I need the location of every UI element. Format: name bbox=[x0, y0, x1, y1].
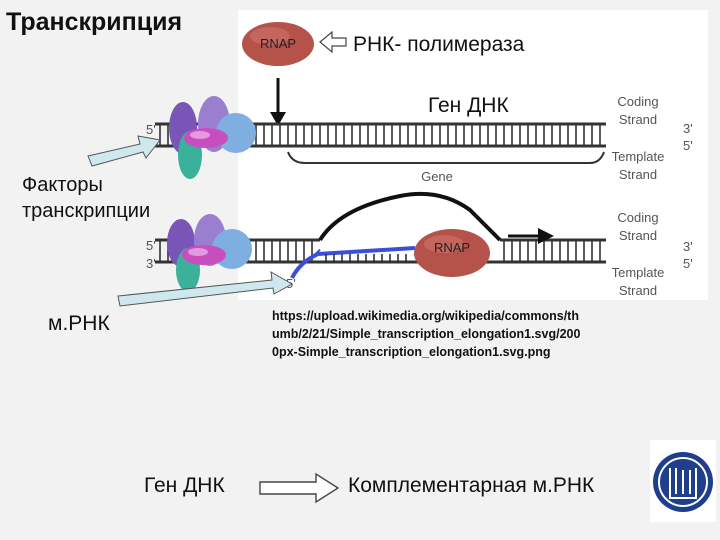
rnap-caption: РНК- полимераза bbox=[353, 33, 525, 56]
mrna-caption: м.РНК bbox=[48, 312, 110, 335]
bottom-transcription-factors bbox=[167, 214, 252, 292]
factors-callout-arrow bbox=[87, 135, 161, 167]
down-arrow bbox=[270, 78, 286, 126]
bottom-five-prime-left: 5' bbox=[146, 238, 156, 253]
mrna-tick bbox=[313, 248, 321, 257]
legend-arrow bbox=[259, 472, 340, 504]
rnap-top-label: RNAP bbox=[260, 36, 296, 51]
slide-title: Транскрипция bbox=[6, 8, 183, 36]
bottom-coding-strand-label-1: Coding bbox=[617, 210, 658, 225]
bottom-three-prime-right: 3' bbox=[683, 239, 693, 254]
bottom-five-prime-right: 5' bbox=[683, 256, 693, 271]
rnap-caption-arrow bbox=[319, 30, 347, 54]
source-url-line-1: https://upload.wikimedia.org/wikipedia/c… bbox=[272, 309, 579, 323]
source-url-line-3: 0px-Simple_transcription_elongation1.svg… bbox=[272, 345, 551, 359]
direction-arrow bbox=[508, 228, 554, 244]
transcription-factors-caption: Факторы транскрипции bbox=[22, 172, 150, 224]
bottom-template-strand-label-2: Strand bbox=[619, 283, 657, 298]
legend-complementary-mrna: Комплементарная м.РНК bbox=[348, 474, 595, 497]
rnap-top-ellipse: RNAP bbox=[242, 22, 314, 66]
factors-caption-line-1: Факторы bbox=[22, 174, 103, 196]
gene-dna-caption: Ген ДНК bbox=[428, 94, 509, 117]
rnap-bottom-ellipse: RNAP bbox=[414, 229, 490, 277]
factors-caption-line-2: транскрипции bbox=[22, 200, 151, 222]
mrna-tick bbox=[307, 253, 315, 262]
mrna-strand bbox=[317, 246, 416, 256]
top-template-strand-label-2: Strand bbox=[619, 167, 657, 182]
bottom-template-strand-label-1: Template bbox=[612, 265, 665, 280]
mrna-tick bbox=[301, 258, 309, 266]
top-five-prime-left: 5' bbox=[146, 122, 156, 137]
gene-label: Gene bbox=[421, 169, 453, 184]
bottom-coding-strand-label-2: Strand bbox=[619, 228, 657, 243]
mrna-tick bbox=[295, 263, 303, 271]
top-three-prime-right: 3' bbox=[683, 121, 693, 136]
rnap-bottom-label: RNAP bbox=[434, 240, 470, 255]
top-transcription-factors bbox=[169, 96, 256, 179]
bottom-three-prime-left: 3' bbox=[146, 256, 156, 271]
legend-gene-dna: Ген ДНК bbox=[144, 474, 225, 497]
top-coding-strand-label-2: Strand bbox=[619, 112, 657, 127]
top-five-prime-right: 5' bbox=[683, 138, 693, 153]
hse-logo bbox=[650, 440, 716, 522]
top-template-strand-label-1: Template bbox=[612, 149, 665, 164]
source-url: https://upload.wikimedia.org/wikipedia/c… bbox=[272, 307, 622, 361]
source-url-line-2: umb/2/21/Simple_transcription_elongation… bbox=[272, 327, 581, 341]
open-coding-strand bbox=[318, 191, 502, 242]
mrna-callout-arrow bbox=[117, 271, 294, 307]
top-coding-strand-label-1: Coding bbox=[617, 94, 658, 109]
gene-bracket bbox=[287, 151, 605, 164]
